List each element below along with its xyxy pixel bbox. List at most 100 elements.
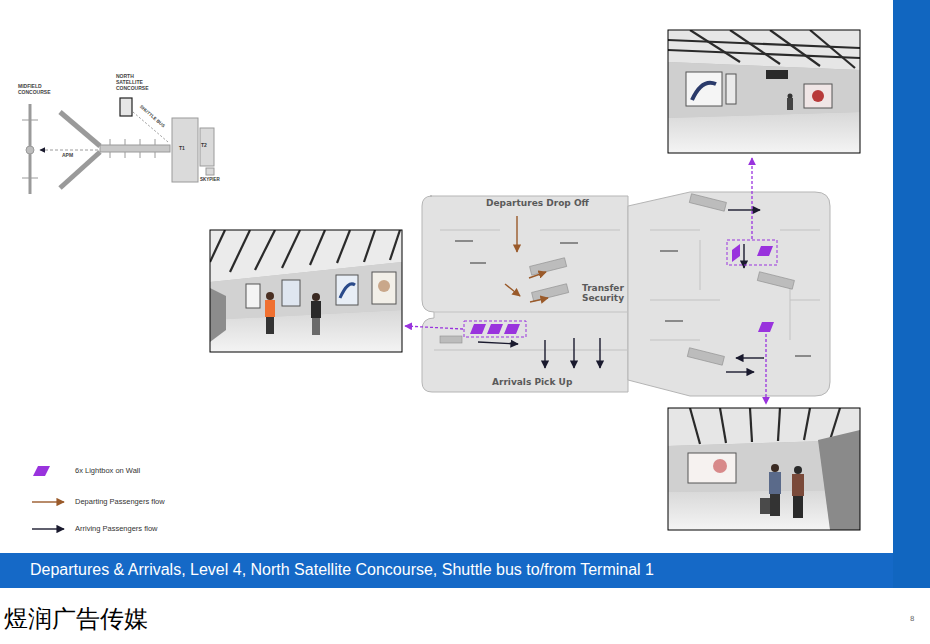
photo-bottom-right-part-part — [690, 408, 700, 444]
floor-plan-part-part — [504, 324, 520, 334]
airport-key-map-part — [140, 139, 141, 145]
label-anchor: Arrivals Pick Up — [492, 377, 572, 387]
photo-top-right-part — [668, 30, 860, 153]
floor-plan-part — [628, 192, 830, 396]
airport-key-map-part — [60, 112, 100, 146]
photo-frame — [668, 408, 860, 530]
airport-key-map-part — [125, 139, 126, 145]
label-anchor: Transfer Security — [582, 283, 628, 304]
photo-left-part — [265, 300, 275, 317]
photo-top-right-part-part — [690, 30, 740, 62]
map-label: SKYPIER — [200, 177, 220, 182]
photo-bottom-right-part — [688, 453, 736, 483]
floor-plan-part-part — [470, 324, 486, 334]
airport-key-map-part — [155, 139, 156, 145]
photo-bottom-right-part-part — [720, 408, 726, 443]
floor-plan-part-part — [516, 216, 517, 252]
photo-bottom-right — [668, 408, 860, 530]
floor-plan-part-part — [540, 230, 620, 231]
footer-bar — [0, 553, 893, 588]
photo-top-right-part — [812, 90, 824, 102]
floor-plan-part-part — [736, 357, 764, 358]
photo-left-part — [210, 262, 402, 320]
photo-left — [210, 230, 402, 352]
floor-plan-part-part — [470, 262, 486, 264]
floor-plan-part-part — [650, 340, 700, 341]
legend-text: Departing Passengers flow — [75, 498, 165, 506]
floor-plan-part-part — [757, 246, 773, 256]
floor-plan-part — [440, 194, 794, 365]
label-anchor: 8 — [910, 615, 914, 623]
photo-top-right-part — [804, 84, 832, 108]
airport-key-map-part — [155, 152, 156, 158]
floor-plan-part-part — [757, 272, 794, 289]
floor-plan-part — [464, 321, 526, 337]
legend-sample — [32, 529, 64, 530]
map-label: MIDFIELD CONCOURSE — [18, 84, 52, 96]
airport-key-map-part — [120, 98, 132, 116]
photo-left-part — [312, 293, 320, 301]
floor-plan-part-part — [599, 338, 600, 368]
floor-plan-part-part — [660, 250, 678, 252]
airport-key-map-part — [100, 145, 170, 152]
floor-plan-part-part — [689, 194, 726, 211]
photo-bottom-right-part — [771, 464, 779, 472]
photo-left-part — [246, 284, 260, 308]
photo-top-right-part — [686, 72, 722, 106]
photo-left-part-part — [310, 230, 325, 265]
floor-plan-part-part — [687, 348, 724, 365]
airport-key-map — [22, 98, 214, 194]
photo-top-right — [668, 30, 860, 153]
legend-sample — [32, 502, 64, 503]
title-anchor: Departures & Arrivals, Level 4, North Sa… — [30, 560, 654, 579]
label-anchor: SHUTTLE BUS — [139, 104, 166, 129]
photo-bottom-right-part — [769, 472, 781, 494]
floor-plan-part-part — [743, 244, 744, 268]
photo-top-right-part — [668, 62, 860, 118]
photo-left-part — [210, 310, 402, 352]
label-anchor: MIDFIELD CONCOURSE — [18, 84, 52, 96]
label-anchor: SKYPIER — [200, 177, 220, 182]
photo-top-right-part-part — [730, 30, 780, 64]
floor-plan-part-part — [573, 338, 574, 368]
legend-arrow — [32, 528, 64, 529]
photo-left-part — [372, 272, 396, 304]
floor-plan-part-part — [560, 242, 578, 244]
legend-sample — [33, 466, 50, 476]
photo-bottom-right-part — [818, 430, 860, 530]
watermark: 煜润广告传媒 — [4, 606, 148, 634]
area-label: Departures Drop Off — [486, 198, 589, 208]
floor-plan-part-part — [532, 284, 569, 301]
photo-bottom-right-part — [713, 459, 727, 473]
area-label: Transfer Security — [582, 283, 628, 304]
photo-bottom-right-part — [793, 496, 803, 518]
photo-left-part-part — [255, 230, 275, 270]
floor-plan-part-part — [487, 324, 503, 334]
photo-left-part — [312, 318, 320, 335]
floor-plan — [405, 158, 830, 404]
photo-left-part — [266, 292, 274, 300]
photo-top-right-part — [766, 70, 788, 79]
photo-bottom-right-part-part — [778, 408, 780, 441]
airport-key-map-part — [200, 128, 214, 166]
map-label: SHUTTLE BUS — [139, 104, 166, 129]
side-band — [893, 0, 930, 588]
photo-top-right-part — [668, 30, 860, 68]
photo-left-part — [266, 317, 274, 334]
floor-plan-part-part — [478, 342, 518, 344]
legend-arrow — [32, 501, 64, 502]
airport-key-map-part — [22, 120, 38, 121]
floor-plan-part-part — [726, 371, 754, 372]
photo-bottom-right-part — [690, 408, 840, 444]
airport-key-map-part — [22, 178, 38, 179]
floor-plan-part-part — [434, 312, 628, 313]
floor-plan-part-part — [758, 322, 774, 332]
floor-plan-part-part — [544, 340, 545, 368]
photo-top-right-part — [726, 74, 736, 104]
airport-key-map-part — [140, 152, 141, 158]
label-anchor: T2 — [201, 143, 207, 149]
floor-plan-part-part — [455, 240, 473, 242]
photo-left-part-part — [282, 230, 300, 268]
label-anchor: Departures Drop Off — [486, 198, 589, 208]
floor-plan-part-part — [530, 298, 548, 302]
